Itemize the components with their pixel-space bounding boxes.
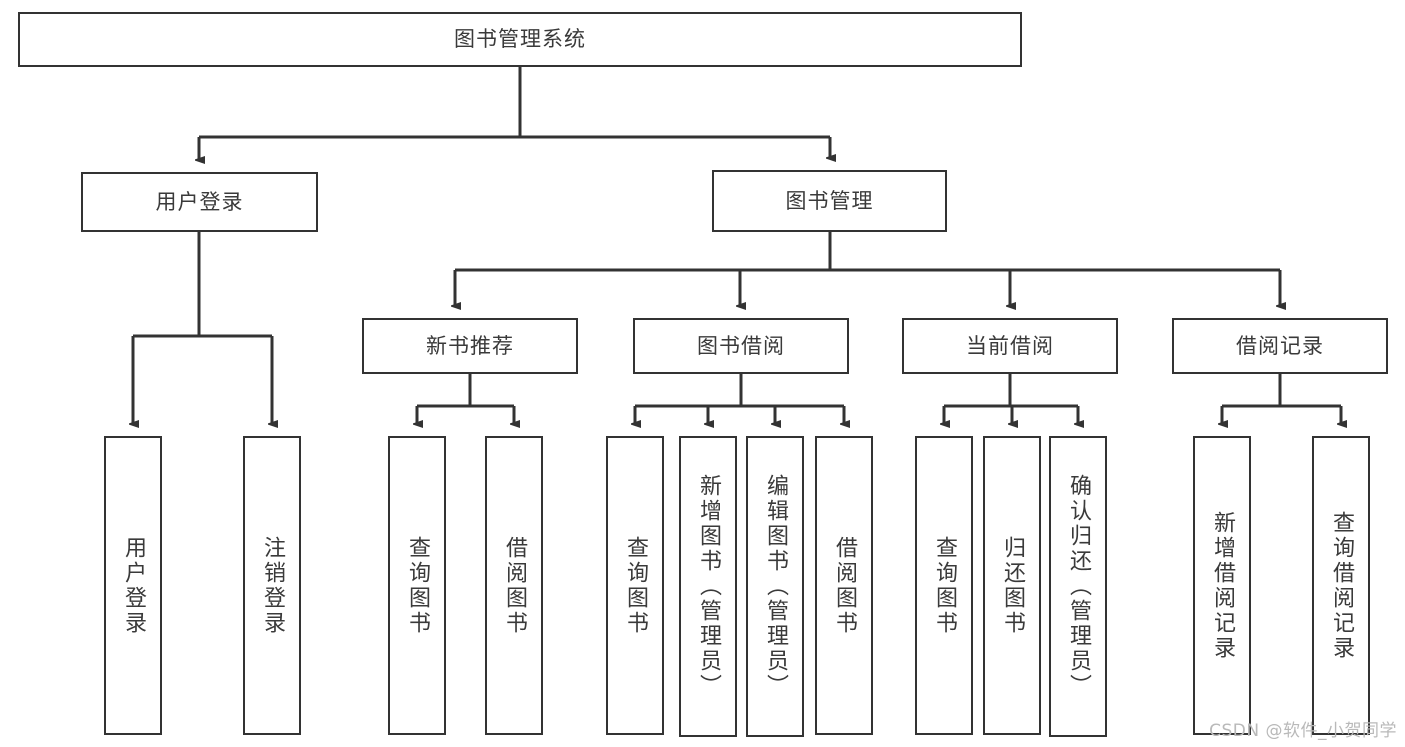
node-leaf-query-book-rec[interactable]: 查询图书 <box>388 436 446 735</box>
node-leaf-add-borrow-record-label: 新增借阅记录 <box>1210 510 1235 661</box>
node-leaf-query-book-current[interactable]: 查询图书 <box>915 436 973 735</box>
node-book-manage[interactable]: 图书管理 <box>712 170 947 232</box>
node-leaf-user-login[interactable]: 用户登录 <box>104 436 162 735</box>
node-book-borrow-label: 图书借阅 <box>697 333 785 358</box>
node-leaf-edit-book-admin-label: 编辑图书（管理员） <box>763 474 788 699</box>
node-leaf-confirm-return-admin-label: 确认归还（管理员） <box>1066 474 1091 699</box>
node-leaf-user-login-label: 用户登录 <box>121 535 146 636</box>
node-book-manage-label: 图书管理 <box>785 188 874 213</box>
node-user-login-label: 用户登录 <box>155 189 244 214</box>
node-leaf-query-book-current-label: 查询图书 <box>932 535 957 636</box>
node-leaf-return-book[interactable]: 归还图书 <box>983 436 1041 735</box>
node-user-login[interactable]: 用户登录 <box>81 172 318 232</box>
node-leaf-query-borrow-record[interactable]: 查询借阅记录 <box>1312 436 1370 735</box>
node-root[interactable]: 图书管理系统 <box>18 12 1022 67</box>
node-leaf-add-book-admin[interactable]: 新增图书（管理员） <box>679 436 737 737</box>
node-borrow-record-label: 借阅记录 <box>1236 333 1324 358</box>
node-leaf-borrow-book-rec[interactable]: 借阅图书 <box>485 436 543 735</box>
node-leaf-query-book-rec-label: 查询图书 <box>405 535 430 636</box>
node-current-borrow[interactable]: 当前借阅 <box>902 318 1118 374</box>
node-new-book-recommend[interactable]: 新书推荐 <box>362 318 578 374</box>
node-leaf-logout-login-label: 注销登录 <box>260 535 285 636</box>
node-root-label: 图书管理系统 <box>454 27 586 52</box>
node-borrow-record[interactable]: 借阅记录 <box>1172 318 1388 374</box>
node-leaf-borrow-book-label: 借阅图书 <box>832 535 857 636</box>
node-leaf-edit-book-admin[interactable]: 编辑图书（管理员） <box>746 436 804 737</box>
node-leaf-add-book-admin-label: 新增图书（管理员） <box>696 474 721 699</box>
node-leaf-query-book-borrow-label: 查询图书 <box>623 535 648 636</box>
node-current-borrow-label: 当前借阅 <box>966 333 1054 358</box>
node-leaf-add-borrow-record[interactable]: 新增借阅记录 <box>1193 436 1251 735</box>
node-book-borrow[interactable]: 图书借阅 <box>633 318 849 374</box>
node-leaf-borrow-book[interactable]: 借阅图书 <box>815 436 873 735</box>
node-leaf-logout-login[interactable]: 注销登录 <box>243 436 301 735</box>
node-leaf-query-borrow-record-label: 查询借阅记录 <box>1329 510 1354 661</box>
node-new-book-recommend-label: 新书推荐 <box>426 333 514 358</box>
node-leaf-return-book-label: 归还图书 <box>1000 535 1025 636</box>
node-leaf-query-book-borrow[interactable]: 查询图书 <box>606 436 664 735</box>
node-leaf-confirm-return-admin[interactable]: 确认归还（管理员） <box>1049 436 1107 737</box>
node-leaf-borrow-book-rec-label: 借阅图书 <box>502 535 527 636</box>
